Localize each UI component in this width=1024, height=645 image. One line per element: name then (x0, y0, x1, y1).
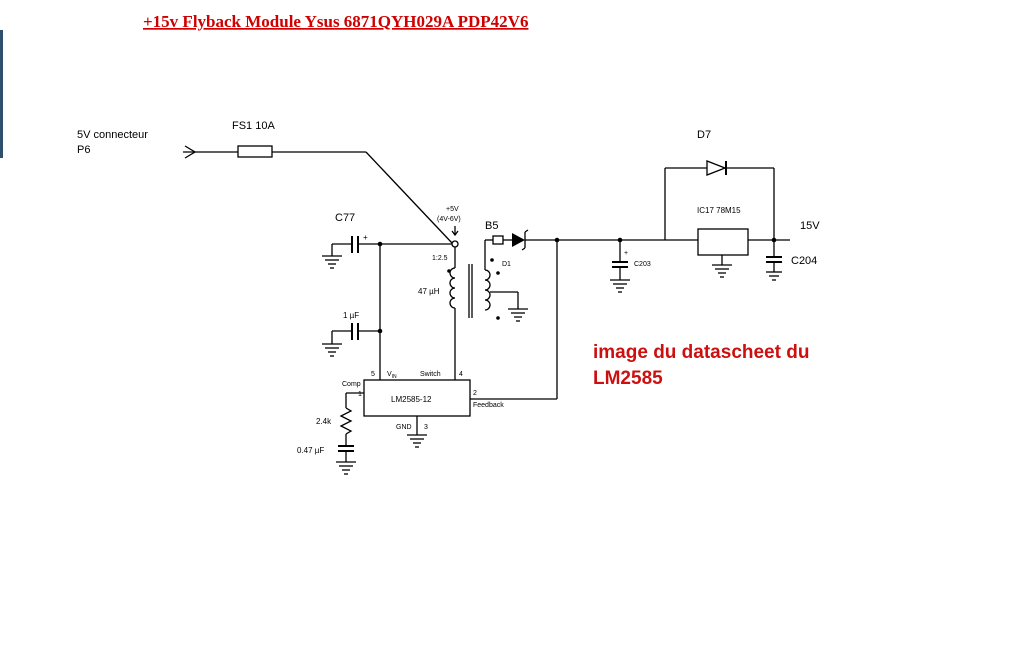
inductance-label: 47 µH (418, 287, 440, 296)
ic-pin-comp-number: 1 (358, 391, 362, 398)
rail-5v-label: +5V (446, 206, 459, 213)
junction-1uf (377, 328, 383, 334)
d1-label: D1 (502, 261, 511, 268)
c203-plus: + (624, 250, 628, 257)
ground-symbol-c77 (322, 255, 342, 269)
ic-pin-vin-label: VIN (387, 371, 397, 380)
rail-5v-arrowhead (451, 230, 459, 237)
c77-label: C77 (335, 212, 355, 224)
window-edge-strip (0, 30, 3, 158)
c77-plus: + (363, 233, 368, 242)
diagram-title: +15v Flyback Module Ysus 6871QYH029A PDP… (143, 12, 528, 31)
output-15v-label: 15V (800, 220, 820, 232)
ic-pin-comp-label: Comp (342, 381, 361, 388)
d7-label: D7 (697, 129, 711, 141)
comp-cap-label: 0.47 µF (297, 446, 324, 455)
ground-symbol-1uf (322, 343, 342, 357)
ic-pin-gnd-number: 3 (424, 424, 428, 431)
ic17-label: IC17 78M15 (697, 206, 741, 215)
bead-b5 (492, 235, 504, 245)
transformer-secondary (484, 240, 519, 320)
ic-name: LM2585-12 (391, 395, 432, 404)
ground-symbol-secondary (508, 308, 528, 322)
note-line-1: image du datascheet du (593, 342, 809, 363)
ground-symbol-ic17 (712, 264, 732, 278)
regulator-ic17 (665, 228, 790, 265)
cap-1uf-label: 1 µF (343, 311, 359, 320)
node-plus5v (451, 240, 459, 248)
c203-label: C203 (634, 261, 651, 268)
capacitor-c204 (766, 237, 782, 281)
comp-network (336, 392, 364, 475)
capacitor-1uf (331, 323, 380, 344)
transformer-ratio: 1:2.5 (432, 255, 448, 262)
junction-vin-top (377, 241, 383, 247)
ic-pin-vin-number: 5 (371, 371, 375, 378)
ground-symbol-c203 (610, 279, 630, 293)
capacitor-c77 (331, 236, 452, 256)
input-connector-label: P6 (77, 144, 90, 156)
transformer-primary (447, 247, 456, 380)
fuse-label: FS1 10A (232, 120, 275, 132)
ic-pin-gnd-label: GND (396, 424, 412, 431)
ic-pin-feedback-label: Feedback (473, 402, 504, 409)
ic-pin-switch-label: Switch (420, 371, 441, 378)
diode-d7 (664, 160, 775, 240)
diode-main (503, 229, 665, 251)
b5-label: B5 (485, 220, 498, 232)
ic-pin-fb-number: 2 (473, 390, 477, 397)
c204-label: C204 (791, 255, 817, 267)
ic-pin-switch-number: 4 (459, 371, 463, 378)
resistor-label: 2.4k (316, 417, 332, 426)
input-label: 5V connecteur (77, 129, 148, 141)
ground-symbol-ic (407, 416, 427, 448)
rail-5v-range: (4V-6V) (437, 216, 461, 223)
input-arrow (183, 145, 238, 159)
fuse-fs1 (237, 145, 453, 244)
capacitor-c203 (612, 237, 628, 280)
note-line-2: LM2585 (593, 368, 663, 389)
